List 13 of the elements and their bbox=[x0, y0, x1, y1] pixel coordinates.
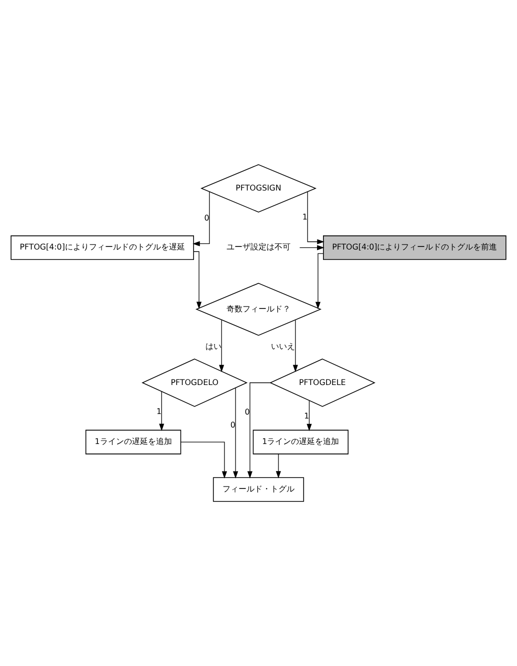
arrow bbox=[315, 253, 324, 310]
arrow bbox=[192, 191, 210, 246]
arrow bbox=[292, 320, 298, 372]
arrow bbox=[299, 245, 324, 250]
arrow bbox=[233, 388, 238, 479]
arrow bbox=[247, 382, 271, 478]
arrow bbox=[180, 442, 227, 479]
arrow bbox=[307, 192, 324, 244]
arrow bbox=[276, 454, 281, 478]
arrow bbox=[306, 400, 312, 432]
arrow bbox=[193, 251, 202, 310]
arrow bbox=[159, 391, 164, 431]
arrow bbox=[219, 320, 224, 372]
